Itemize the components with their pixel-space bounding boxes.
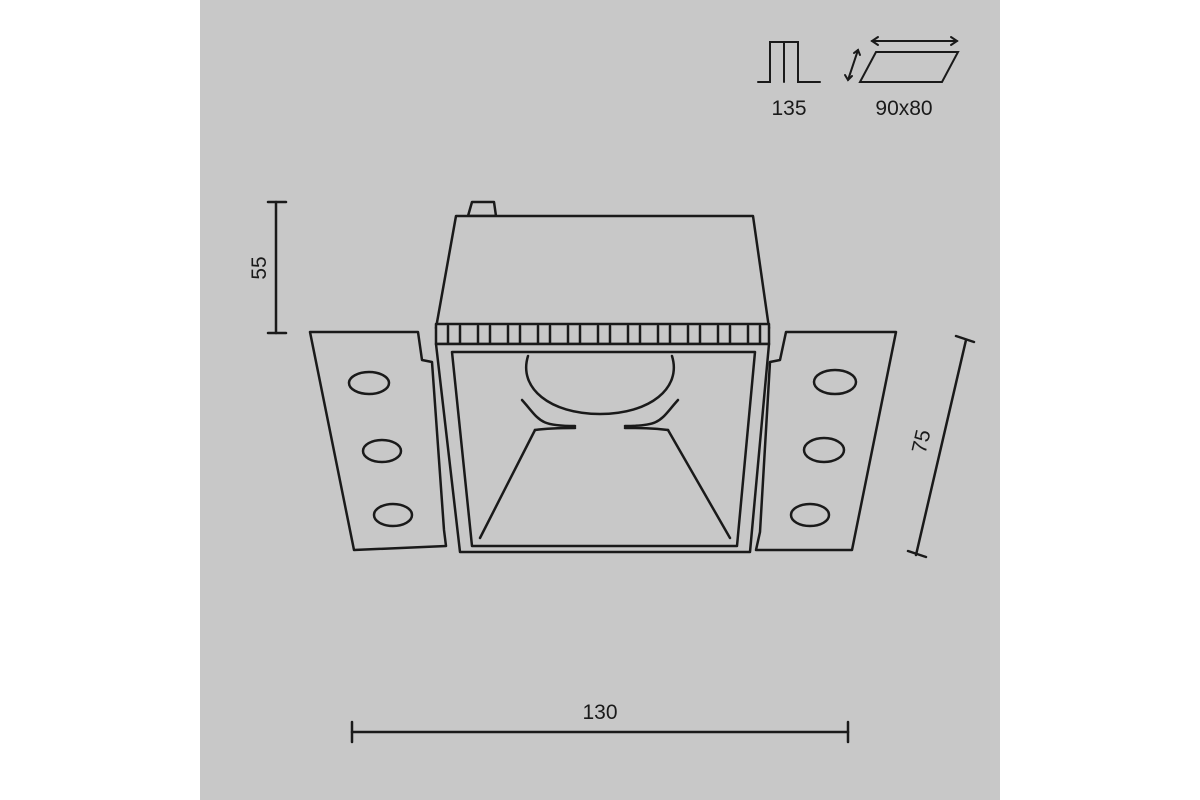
outer-frame [434,342,771,554]
left-wing-hole [361,438,403,464]
right-wing-hole [812,368,858,396]
top-housing [434,214,771,330]
cutout-spec-label: 90x80 [875,97,932,120]
depth-spec-label: 135 [771,97,806,120]
recess-depth-icon [757,41,821,83]
connector-tab [466,200,498,218]
width-dimension-label: 130 [582,701,617,724]
downlight-fixture [308,200,898,554]
height-dimension-line [266,200,288,335]
right-wing-hole [789,502,831,528]
left-wing-hole [347,370,391,396]
product-drawing: 135 90x80 55 75 130 [200,0,1000,800]
depth-dimension-label: 75 [908,428,936,456]
inner-frame [450,350,757,548]
height-dimension-label: 55 [248,256,271,279]
left-wing-hole [372,502,414,528]
housing-teeth [446,324,762,346]
width-dimension-line [350,720,850,744]
depth-dimension-line [906,334,976,559]
right-wing-hole [802,436,846,464]
cutout-size-icon [844,36,960,83]
diagram-panel: 135 90x80 55 75 130 [200,0,1000,800]
reflector-cavity [478,354,732,540]
